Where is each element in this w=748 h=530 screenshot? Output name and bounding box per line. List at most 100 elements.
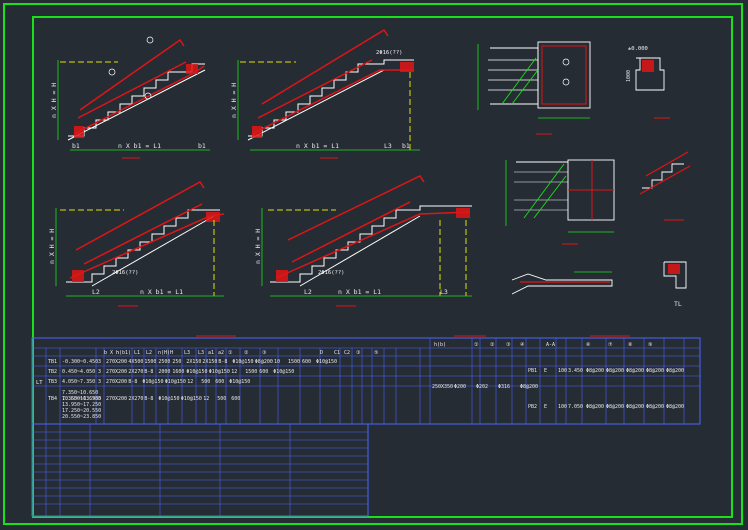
stair-plan-detail [477,41,591,135]
table-row-elev: 7.350~10.650 [62,396,98,402]
table-row-value: B-8 [218,359,227,365]
table-row-value: 2X150 [186,359,201,365]
table-row-value: 600 [259,369,268,375]
right-header-cell: ② [490,342,495,348]
tb4-elev-line: 17.250~20.550 [62,408,101,414]
table-header-cell: L2 [146,350,152,356]
table-header-cell: C1 [334,350,340,356]
table-header-cell: ② [244,350,249,356]
table-row-elev: 4.050~7.350 [62,379,95,385]
table-header-cell: ③ [356,350,361,356]
stair-2-height-label: n X H = H [230,83,238,118]
table-row-value: 2X270 [128,396,143,402]
step-detail [639,151,691,221]
right-mid-value: Φ316 [498,384,510,390]
tb4-elev-line: 20.550~23.850 [62,414,101,420]
table-row-value: 4X500 [128,359,143,365]
table-header-cell: H [170,350,173,356]
table-header-cell: n(b1) [116,350,131,356]
table-row-value: Φ10@150 [232,359,253,365]
stair-1-span-label: n X b1 = L1 [118,142,161,150]
table-row-value: Φ10@150 [158,396,179,402]
right-mid-value: Φ200 [454,384,466,390]
landing-slab-detail [511,271,613,295]
right-row-value: Φ8@200 [626,404,644,410]
right-header-cell: ③ [506,342,511,348]
stair-section-4: n X H = H n X b1 = L1 L2 L3 2Φ16(??) [254,175,472,307]
stair-section-3: n X H = H n X b1 = L1 L2 2Φ16(??) [48,181,225,307]
right-row-value: Φ8@200 [586,404,604,410]
table-row-value: Φ10@150 [181,396,202,402]
table-row-value: 600 [231,396,240,402]
tl-label: TL [674,300,682,308]
right-header-cell: A-A [546,342,555,348]
right-header-cell: ① [474,342,479,348]
table-header-cell: L1 [134,350,140,356]
right-header-cell: ⑥ [586,342,591,348]
tb4-elev-line: 7.350~10.650 [62,390,98,396]
table-row-value: 270X200 [106,396,127,402]
table-row-id: TB4 [48,396,57,402]
table-row-value: 1500 [245,369,257,375]
stair-3-span-label: n X b1 = L1 [140,288,183,296]
table-header-cell: n(H) [158,350,170,356]
right-row-value: Φ8@200 [646,368,664,374]
table-row-value: B-8 [144,369,153,375]
table-row-value: 270X200 [106,359,127,365]
right-row-value: Φ8@200 [606,368,624,374]
right-row-elev: 7.050 [568,404,583,410]
foundation-elev-label: ±0.000 [628,46,648,52]
table-header-cell: C2 [344,350,350,356]
table-row-value: Φ8@200 [255,359,273,365]
table-header-cell: ③ [262,350,267,356]
tb4-elev-line: 10.650~13.950 [62,396,101,402]
table-row-value: 250 [172,359,181,365]
table-row-value: Φ10@150 [209,369,230,375]
right-row-elev: 3.450 [568,368,583,374]
stair-2-bar-label: 2Φ16(??) [376,50,403,56]
stair-3-left-label: L2 [92,288,100,296]
table-row-value: 270X200 [106,369,127,375]
table-row-value: Φ10@150 [186,369,207,375]
table-row-value: Φ10@150 [142,379,163,385]
stair-4-bar-label: 2Φ16(??) [318,270,345,276]
table-row-n: 3 [98,379,101,385]
stair-2-mid-label: L3 [384,142,392,150]
right-mid-value: 250X350 [432,384,453,390]
stair-3-bar-label: 2Φ16(??) [112,270,139,276]
table-row-value: 1500 [288,359,300,365]
foundation-dim-label: 1000 [626,70,632,82]
table-row-value: B-8 [144,396,153,402]
table-row-value: 1500 [144,359,156,365]
stair-1-right-label: b1 [198,142,206,150]
right-row-value: Φ8@200 [606,404,624,410]
right-header-cell: ④ [520,342,525,348]
right-header-cell: ⑨ [648,342,653,348]
table-row-value: B-8 [128,379,137,385]
table-row-elev: -0.300~0.450 [62,359,98,365]
right-row-c1: E [544,404,547,410]
stair-1-left-label: b1 [72,142,80,150]
right-row-value: Φ8@200 [626,368,644,374]
table-row-value: 500 [201,379,210,385]
stair-section-2: n X H = H n X b1 = L1 L3 b1 2Φ16(??) [230,28,420,159]
right-row-c2: 100 [558,404,567,410]
table-row-n: 3 [98,369,101,375]
table-header-cell: a2 [218,350,224,356]
table-header-cell: L3 [198,350,204,356]
right-row-id: PB2 [528,404,537,410]
stair-4-mid-label: L3 [440,288,448,296]
right-mid-value: Φ202 [476,384,488,390]
table-row-value: 2X270 [128,369,143,375]
table-row-value: 270X200 [106,379,127,385]
stair-4-left-label: L2 [304,288,312,296]
table-header-cell: ① [228,350,233,356]
table-group-label: LT [36,380,43,386]
foundation-detail: ±0.000 1000 [626,46,670,119]
table-row-value: Φ10@150 [229,379,250,385]
table-row-value: 2X150 [202,359,217,365]
drawing-inner-frame [32,16,733,518]
landing-section-detail [505,159,615,245]
